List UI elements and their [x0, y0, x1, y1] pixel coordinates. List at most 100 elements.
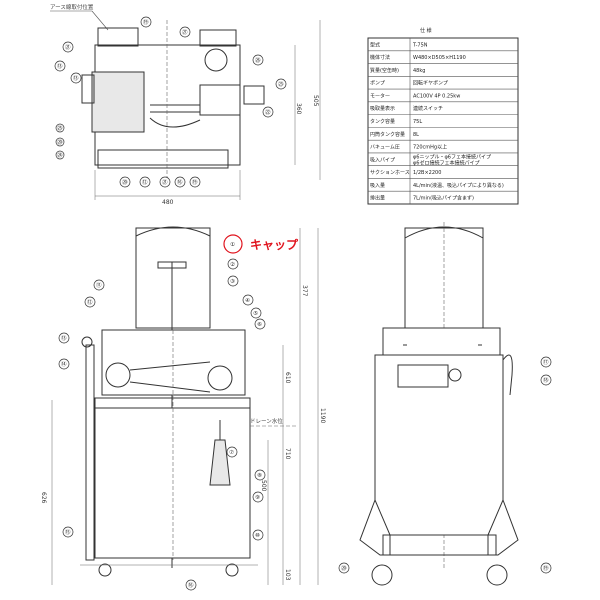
front-callouts: ② ③ ④ ⑤ ⑥ ⑪ ⑫ ⑬ ⑭ ⑦ ⑧ ⑨ ⑩ ⑮ ⑯: [58, 258, 266, 591]
spec-value: φ6ゼロ接続フェ本接続パイプ: [413, 159, 479, 166]
svg-text:㉔: ㉔: [57, 151, 63, 159]
spec-value: 連続スイッチ: [413, 105, 443, 112]
svg-text:⑮: ⑮: [65, 528, 71, 536]
spec-label: 吸入パイプ: [370, 157, 395, 163]
handle-left: [97, 27, 139, 47]
dim-front-top: 377: [301, 285, 308, 297]
dim-front-total: 1190: [319, 408, 326, 423]
svg-text:㉓: ㉓: [278, 80, 284, 88]
dim-top-depth-a: 360: [295, 103, 302, 115]
spec-label: 吸取量表示: [370, 105, 395, 112]
svg-text:⑰: ⑰: [543, 358, 549, 366]
spec-value: 8L: [413, 132, 419, 138]
spec-value: AC100V 4P 0.25kw: [413, 93, 460, 99]
drain-level-note: ドレーン水位: [250, 417, 283, 425]
svg-text:⑭: ⑭: [61, 360, 67, 368]
top-view: アース線取付位置 480 360 505 ㉑ ⑬ ⑲ ㉗ ㉖ ㉓ ⑬: [50, 3, 321, 206]
pulley-right-icon: [207, 365, 233, 391]
spec-value: W480×D505×H1190: [413, 55, 466, 61]
svg-text:④: ④: [245, 298, 250, 304]
spec-table-title: 仕 様: [420, 27, 432, 34]
top-callouts: ㉑ ⑬ ⑲ ㉗ ㉖ ㉓ ⑬ ㉕ ⑳ ㉔ ⑳ ⑫ ㉑ ⑯ ⑲ ㉒: [54, 16, 287, 188]
svg-text:⑱: ⑱: [543, 376, 549, 384]
svg-text:㉑: ㉑: [65, 43, 71, 51]
cap-label: キャップ: [250, 237, 299, 252]
svg-text:㉕: ㉕: [57, 124, 63, 132]
side-cylinder: [404, 227, 484, 329]
spec-label: モーター: [370, 92, 390, 99]
spec-value: φ6ニップル・φ6フェ本接続パイプ: [413, 153, 491, 160]
svg-text:⑲: ⑲: [143, 18, 149, 26]
motor-block: [91, 71, 145, 133]
svg-text:⑥: ⑥: [257, 322, 262, 328]
svg-text:⑬: ⑬: [61, 334, 67, 342]
dim-front-lower: 710: [284, 448, 291, 460]
dim-front-inner: 500: [260, 480, 267, 492]
motor-housing: [101, 329, 246, 396]
spec-value: 回転ギヤポンプ: [413, 80, 448, 87]
svg-text:⑲: ⑲: [192, 178, 198, 186]
spec-label: 円筒タンク容量: [370, 131, 405, 138]
svg-text:②: ②: [230, 261, 235, 268]
dim-front-mid: 610: [284, 372, 291, 384]
svg-text:㉗: ㉗: [182, 28, 188, 36]
svg-text:⑯: ⑯: [177, 178, 183, 186]
side-callouts: ⑰ ⑱ ⑳ ⑲: [338, 356, 552, 574]
spec-label: タンク容量: [370, 118, 395, 125]
svg-text:㉖: ㉖: [255, 56, 261, 64]
spec-label: 型式: [370, 41, 380, 48]
spec-label: サクションホース: [370, 170, 410, 176]
dim-front-left: 626: [40, 492, 47, 504]
svg-text:㉒: ㉒: [265, 108, 271, 116]
caster-right-icon: [225, 563, 239, 577]
hose-position-note: アース線取付位置: [50, 3, 94, 11]
svg-text:⑦: ⑦: [229, 449, 234, 456]
svg-text:㉑: ㉑: [162, 178, 168, 186]
front-view: ドレーン水位 377 1190 610 710 500 103 626 ① キャ…: [40, 226, 326, 591]
svg-text:⑤: ⑤: [253, 311, 258, 317]
svg-text:⑫: ⑫: [142, 178, 148, 186]
cap-highlight-ring: [223, 234, 243, 254]
svg-text:①: ①: [230, 242, 235, 248]
side-caster-left-icon: [371, 564, 393, 586]
svg-text:⑫: ⑫: [87, 298, 93, 306]
spec-value: 1/2B×2200: [413, 170, 441, 176]
handle-right: [199, 29, 237, 47]
svg-text:⑳: ⑳: [57, 138, 63, 146]
svg-text:⑪: ⑪: [96, 281, 102, 289]
svg-text:⑬: ⑬: [57, 62, 63, 70]
svg-text:⑬: ⑬: [73, 74, 79, 82]
svg-text:⑳: ⑳: [341, 564, 347, 572]
side-caster-right-icon: [486, 564, 508, 586]
side-view: ⑰ ⑱ ⑳ ⑲: [338, 222, 552, 586]
spec-value: 720cmHg以上: [413, 144, 447, 151]
caster-left-icon: [98, 563, 112, 577]
filter-element: [209, 439, 231, 486]
svg-text:③: ③: [230, 279, 235, 285]
valve-block: [243, 85, 265, 105]
spec-value: 75L: [413, 119, 422, 125]
spec-value: 4L/min(液温、吸込パイプにより異なる): [413, 182, 504, 189]
spec-value: T-75N: [412, 42, 428, 48]
spec-label: バキューム圧: [370, 145, 400, 151]
side-tank: [374, 354, 504, 536]
dim-top-depth-b: 505: [312, 95, 319, 107]
motor-left-icon: [105, 362, 131, 388]
svg-text:⑯: ⑯: [188, 581, 194, 589]
spec-value: 7L/min(吸込パイプ含まず): [413, 195, 474, 202]
dim-front-base: 103: [284, 569, 291, 581]
front-cylinder: [135, 227, 211, 329]
spec-label: 吸入量: [370, 182, 385, 189]
svg-text:⑧: ⑧: [257, 473, 262, 479]
spec-label: ポンプ: [370, 80, 385, 87]
svg-text:⑩: ⑩: [255, 532, 260, 539]
dim-top-width: 480: [162, 199, 174, 206]
svg-text:⑨: ⑨: [255, 494, 260, 501]
gauge-icon: [204, 48, 228, 72]
pump-block: [199, 84, 241, 116]
spec-label: 質量(空缶時): [370, 67, 399, 74]
spec-table: 仕 様: [367, 27, 519, 205]
svg-text:⑳: ⑳: [122, 178, 128, 186]
spec-label: 機体寸法: [370, 54, 390, 61]
